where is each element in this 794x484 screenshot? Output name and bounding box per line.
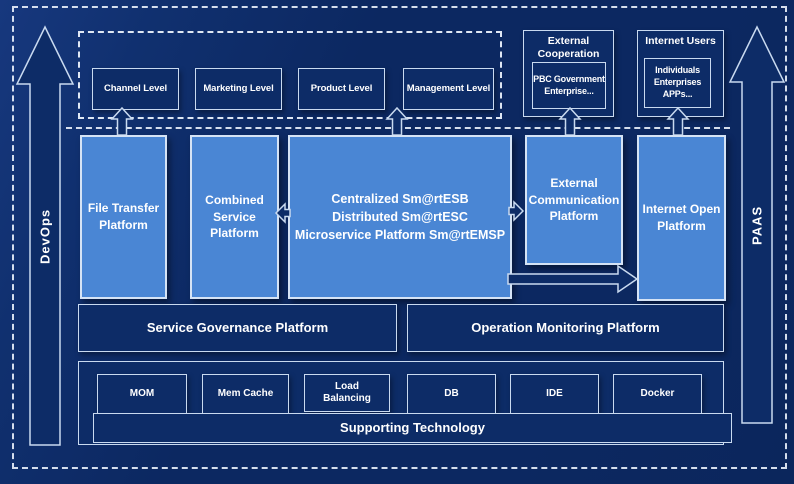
internet-users-title: Internet Users [645,35,716,47]
tech-box-docker: Docker [613,374,702,414]
level-box-channel: Channel Level [92,68,179,110]
devops-label: DevOps [37,208,53,264]
level-box-marketing: Marketing Level [195,68,282,110]
tech-box-ide: IDE [510,374,599,414]
supporting-technology-bar: Supporting Technology [93,413,732,443]
external-cooperation-box: External Cooperation PBC Government Ente… [523,30,614,117]
platform-external-communication: External Communication Platform [525,135,623,265]
internet-users-members-box: Individuals Enterprises APPs... [644,58,711,108]
up-arrow-icon [110,106,134,136]
level-box-product: Product Level [298,68,385,110]
platform-internet-open: Internet Open Platform [637,135,726,301]
tech-box-load-balancing: Load Balancing [304,374,390,412]
tech-box-mem-cache: Mem Cache [202,374,289,414]
level-box-management: Management Level [403,68,494,110]
tech-box-db: DB [407,374,496,414]
paas-up-arrow-icon [728,25,786,424]
up-arrow-icon [666,106,690,136]
devops-up-arrow-icon [15,25,75,446]
right-arrow-icon [508,200,525,222]
esb-line-microservice: Microservice Platform Sm@rtEMSP [294,228,506,243]
up-arrow-icon [385,106,409,136]
up-arrow-icon [558,106,582,136]
platform-esb-lines: Centralized Sm@rtESB Distributed Sm@rtES… [295,190,505,244]
paas-label: PAAS [749,205,765,245]
left-arrow-icon [274,202,291,224]
long-right-arrow-icon [507,264,639,294]
internet-users-box: Internet Users Individuals Enterprises A… [637,30,724,117]
operation-monitoring-platform: Operation Monitoring Platform [407,304,724,352]
devops-arrow-label-wrap: DevOps [14,24,76,448]
esb-line-centralized: Centralized Sm@rtESB [331,191,469,206]
esb-line-distributed: Distributed Sm@rtESC [332,209,468,224]
paas-arrow-label-wrap: PAAS [727,24,787,426]
tech-box-mom: MOM [97,374,187,414]
external-cooperation-title: External Cooperation [537,35,600,61]
platform-combined-service: Combined Service Platform [190,135,279,299]
platform-esb: Centralized Sm@rtESB Distributed Sm@rtES… [288,135,512,299]
external-cooperation-members-box: PBC Government Enterprise... [532,62,606,109]
levels-dashed-container [78,31,502,119]
outer-dashed-border [12,6,787,469]
platform-file-transfer: File Transfer Platform [80,135,167,299]
service-governance-platform: Service Governance Platform [78,304,397,352]
